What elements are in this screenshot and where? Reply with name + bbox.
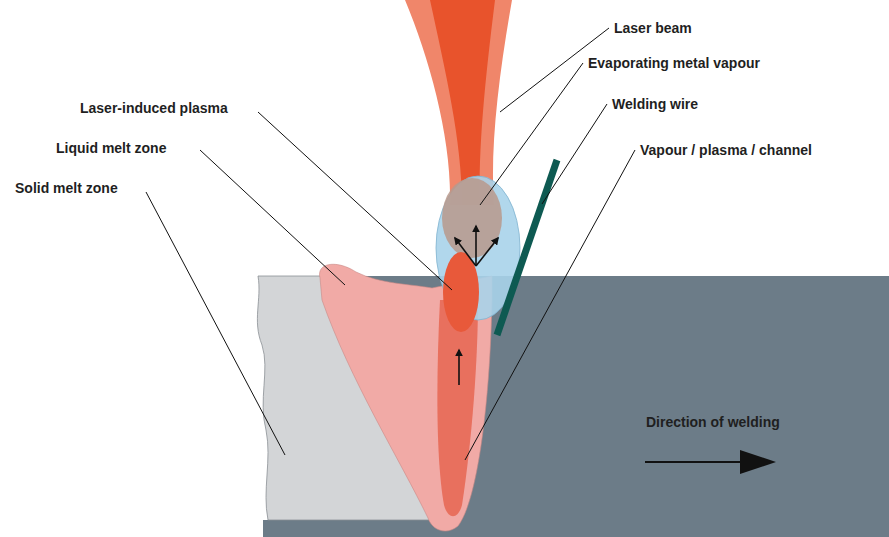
part-label: Laser beam bbox=[614, 20, 692, 36]
part-label: Evaporating metal vapour bbox=[588, 55, 760, 71]
part-label: Solid melt zone bbox=[15, 180, 118, 196]
direction-arrow bbox=[645, 450, 776, 474]
vapour-channel bbox=[437, 300, 478, 516]
part-label: Laser-induced plasma bbox=[80, 100, 228, 116]
part-label: Direction of welding bbox=[646, 414, 780, 430]
flow-arrows bbox=[455, 226, 498, 385]
metal-vapour bbox=[442, 178, 502, 258]
laser-beam-core bbox=[430, 0, 495, 205]
part-label: Welding wire bbox=[612, 96, 698, 112]
laser-beam-outer bbox=[405, 0, 512, 205]
leader-lines bbox=[146, 28, 635, 460]
part-label: Vapour / plasma / channel bbox=[640, 142, 812, 158]
part-label: Liquid melt zone bbox=[56, 140, 166, 156]
